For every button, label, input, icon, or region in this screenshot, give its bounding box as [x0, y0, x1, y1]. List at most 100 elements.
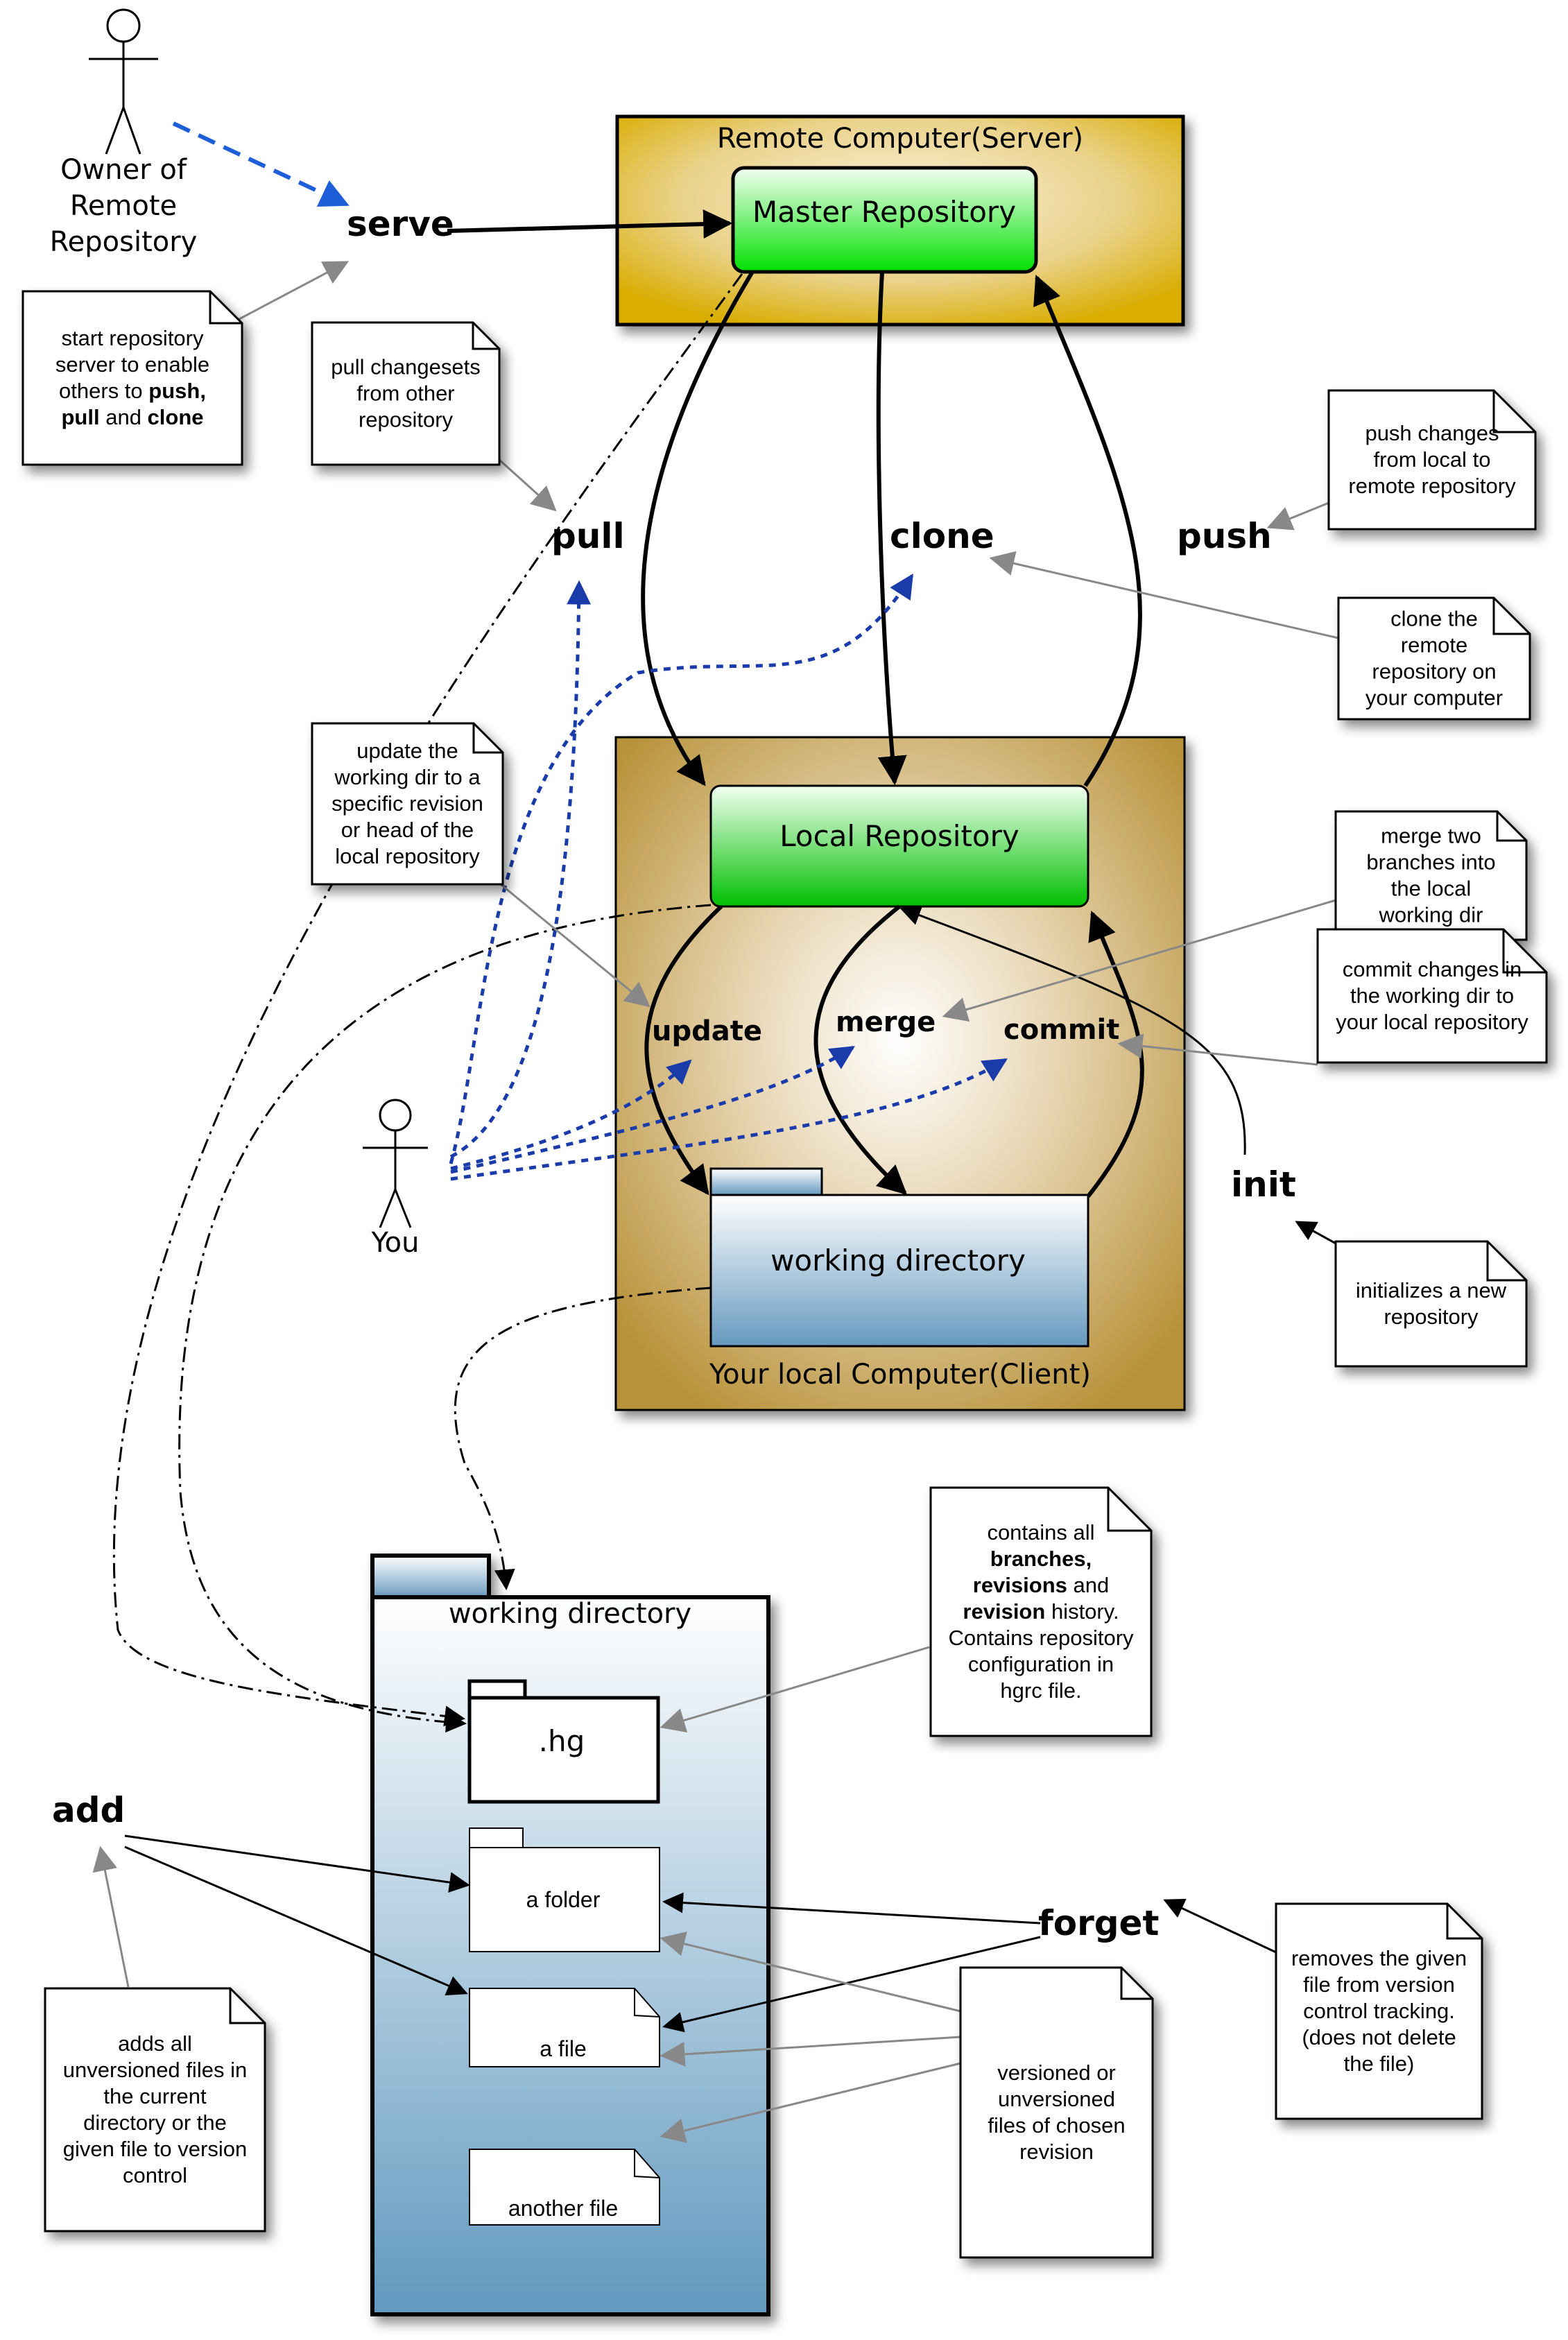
hg-note-line: Contains repository: [948, 1626, 1134, 1650]
owner-label-line3: Repository: [50, 226, 198, 258]
commit-note-line: the working dir to: [1350, 983, 1514, 1008]
serve-note-line: start repository: [61, 326, 204, 350]
update-note-line: update the: [356, 739, 458, 763]
hg-connectors: [113, 273, 743, 1733]
local-computer-title: Your local Computer(Client): [709, 1359, 1091, 1391]
forget-note-line: removes the given: [1291, 1946, 1467, 1970]
merge-command[interactable]: merge: [836, 1006, 936, 1038]
push-arrow: [1033, 275, 1142, 787]
forget-command[interactable]: forget: [1038, 1903, 1159, 1943]
versioned-note-line: unversioned: [998, 2087, 1115, 2111]
add-note-line: directory or the: [83, 2110, 227, 2135]
update-note-line: working dir to a: [334, 765, 481, 789]
a-folder-label: a folder: [526, 1887, 601, 1912]
add-note-line: control: [123, 2163, 187, 2187]
pull-note-line: from other: [356, 381, 454, 406]
local-repository-label: Local Repository: [779, 819, 1019, 853]
master-repository[interactable]: Master Repository: [731, 166, 1038, 274]
merge-note-line: the local: [1391, 877, 1472, 901]
you-clone-arrow: [449, 574, 914, 1164]
update-note-line: local repository: [335, 844, 480, 868]
a-folder[interactable]: a folder: [469, 1827, 660, 1952]
add-note-line: given file to version: [63, 2137, 247, 2161]
add-file-arrow: [124, 1846, 468, 1996]
clone-note-line: remote: [1401, 633, 1467, 657]
you-commit-arrow: [450, 1058, 1008, 1181]
remote-computer-container: Remote Computer(Server) Master Repositor…: [615, 114, 1185, 327]
init-command[interactable]: init: [1231, 1164, 1296, 1205]
update-note-line: specific revision: [331, 791, 483, 816]
another-file[interactable]: another file: [469, 2149, 660, 2226]
push-note-line: from local to: [1374, 447, 1491, 472]
update-note-line: or head of the: [341, 818, 474, 842]
forget-note-line: file from version: [1303, 1972, 1455, 1997]
a-file-label: a file: [540, 2036, 587, 2061]
merge-note-line: merge two: [1381, 824, 1481, 848]
add-note-line: unversioned files in: [63, 2058, 247, 2082]
forget-note-line: the file): [1344, 2051, 1415, 2076]
pull-arrow: [641, 270, 755, 786]
forget-folder-arrow: [662, 1892, 1041, 1925]
merge-arrow: [813, 904, 908, 1195]
hg-folder[interactable]: .hg: [467, 1679, 660, 1804]
clone-note-line: repository on: [1372, 660, 1496, 684]
a-file[interactable]: a file: [469, 1988, 660, 2067]
forget-note-line: (does not delete: [1302, 2025, 1456, 2049]
commit-command[interactable]: commit: [1003, 1014, 1119, 1046]
clone-arrow: [876, 271, 907, 786]
serve-command[interactable]: serve: [347, 204, 454, 244]
update-command[interactable]: update: [652, 1015, 762, 1047]
init-arrow: [899, 905, 1246, 1155]
serve-note-line: others to push,: [59, 379, 206, 403]
local-computer-container: Your local Computer(Client) Local Reposi…: [614, 736, 1186, 1411]
pull-note-line: pull changesets: [331, 355, 480, 379]
workflow-arrows: [124, 209, 1339, 2033]
hg-note-line: branches,: [990, 1547, 1092, 1571]
commit-note-line: commit changes in: [1343, 957, 1522, 981]
you-update-arrow: [450, 1059, 692, 1171]
push-command[interactable]: push: [1177, 516, 1272, 556]
owner-actor-icon: [89, 8, 158, 155]
serve-note-line: pull and clone: [61, 405, 203, 429]
push-note-line: remote repository: [1348, 474, 1516, 498]
pull-command[interactable]: pull: [551, 516, 625, 556]
forget-note-arrow: [1163, 1898, 1277, 1954]
another-file-label: another file: [508, 2196, 618, 2221]
hg-note-line: contains all: [987, 1520, 1094, 1545]
hg-folder-label: .hg: [539, 1724, 585, 1758]
add-note-line: the current: [103, 2084, 207, 2108]
pull-note-line: repository: [359, 408, 454, 432]
remote-computer-title: Remote Computer(Server): [717, 123, 1083, 155]
clone-note-line: clone the: [1390, 607, 1478, 631]
you-actor-icon: [363, 1099, 428, 1228]
master-repository-label: Master Repository: [752, 195, 1016, 229]
you-label: You: [371, 1227, 420, 1259]
add-command[interactable]: add: [52, 1790, 125, 1830]
serve-arrow: [447, 209, 733, 239]
hg-note-line: revisions and: [973, 1573, 1109, 1597]
serve-note-line: server to enable: [55, 352, 209, 377]
owner-label-line2: Remote: [70, 190, 177, 222]
clone-command[interactable]: clone: [890, 516, 994, 556]
init-note-arrow: [1295, 1221, 1339, 1246]
working-directory-detail: working directory .hg a folder a file an…: [370, 1554, 770, 2316]
local-working-directory[interactable]: working directory: [709, 1167, 1089, 1348]
local-repository[interactable]: Local Repository: [709, 784, 1089, 908]
versioned-note-line: versioned or: [997, 2061, 1116, 2085]
versioned-note-line: files of chosen: [988, 2113, 1125, 2137]
user-action-arrows: [449, 574, 1008, 1181]
working-directory-detail-title: working directory: [449, 1598, 691, 1630]
merge-note-line: working dir: [1379, 903, 1483, 927]
owner-label-line1: Owner of: [60, 154, 187, 186]
